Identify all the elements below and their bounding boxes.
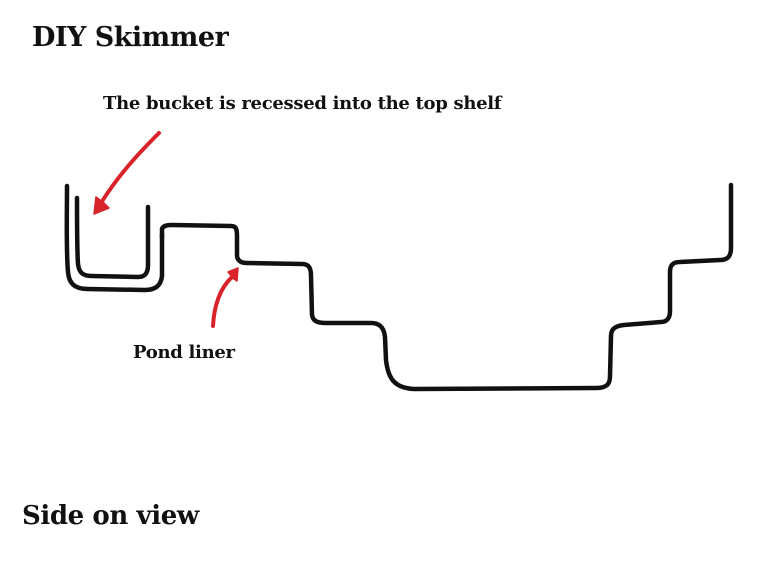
bucket-arrow-head [93,196,110,215]
view-caption: Side on view [22,501,199,531]
pond-liner-annotation: Pond liner [133,342,235,363]
bucket-annotation: The bucket is recessed into the top shel… [103,93,502,114]
bucket-inner-wall [74,195,151,280]
bucket-arrow-shaft [99,131,161,205]
liner-arrow-shaft [211,275,234,328]
diagram-title: DIY Skimmer [32,22,229,53]
liner-arrow-head [227,267,239,282]
pond-liner-profile [159,182,734,392]
bucket-outer-wall [64,183,165,293]
